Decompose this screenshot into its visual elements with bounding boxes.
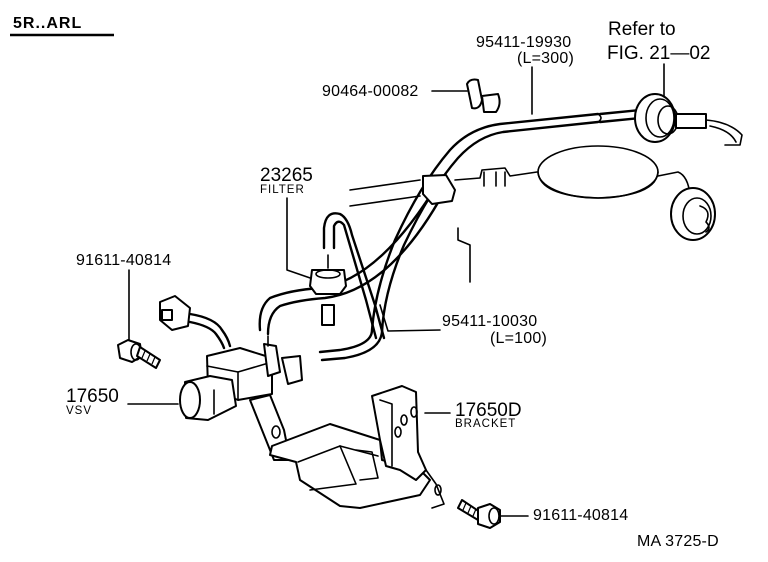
- leader-filter: [286, 197, 317, 281]
- bracket-drawing: [269, 385, 445, 509]
- leader-hose-short: [379, 304, 441, 332]
- part-name-filter: FILTER: [260, 184, 305, 196]
- diagram-code: MA 3725-D: [637, 533, 719, 550]
- clip-drawing: [466, 78, 501, 113]
- part-name-bracket: BRACKET: [455, 418, 517, 430]
- part-name-vsv: VSV: [66, 405, 93, 417]
- part-number-bracket[interactable]: 17650D: [455, 400, 522, 421]
- model-code-label: 5R..ARL: [13, 15, 83, 32]
- bolt-upper-drawing: [117, 339, 161, 369]
- part-note-hose-long: (L=300): [517, 50, 574, 67]
- part-number-filter[interactable]: 23265: [260, 165, 313, 186]
- fig-ref-line1: Refer to: [608, 19, 676, 40]
- part-number-clip[interactable]: 90464-00082: [322, 83, 419, 100]
- actuator-drawing: [598, 93, 743, 146]
- bolt-lower-drawing: [457, 499, 501, 529]
- leader-lines: [127, 63, 665, 517]
- leader-intake: [457, 227, 471, 283]
- vsv-drawing: [159, 295, 303, 461]
- part-number-bolt-lower[interactable]: 91611-40814: [533, 507, 629, 524]
- part-number-vsv[interactable]: 17650: [66, 386, 119, 407]
- filter-drawing: [309, 254, 347, 326]
- fig-ref-line2: FIG. 21—02: [607, 43, 711, 64]
- hose-long-drawing: [318, 112, 602, 362]
- part-number-hose-short[interactable]: 95411-10030: [442, 313, 538, 330]
- part-number-bolt-upper[interactable]: 91611-40814: [76, 252, 172, 269]
- part-note-hose-short: (L=100): [490, 330, 547, 347]
- part-number-hose-long[interactable]: 95411-19930: [476, 34, 572, 51]
- intake-drawing: [349, 145, 716, 241]
